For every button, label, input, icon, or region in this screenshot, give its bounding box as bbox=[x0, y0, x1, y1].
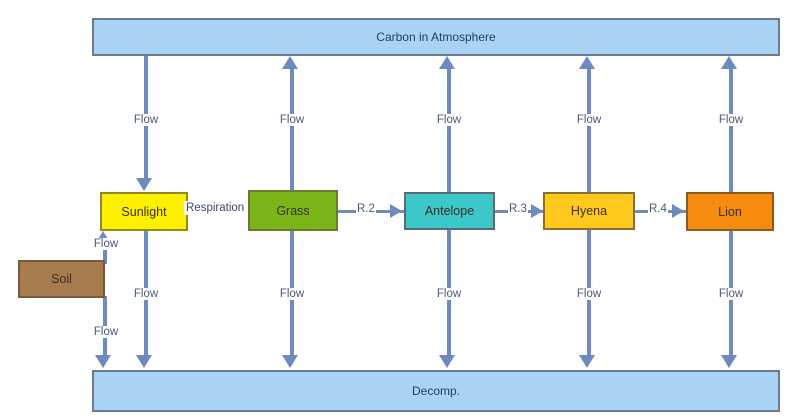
arrow-right-grass-antelope bbox=[390, 204, 402, 218]
chain-label-r3: R.3 bbox=[508, 203, 528, 215]
node-grass[interactable]: Grass bbox=[248, 190, 338, 231]
node-sunlight-label: Sunlight bbox=[121, 204, 167, 219]
chain-label-respiration: Respiration bbox=[184, 201, 247, 215]
chain-label-r4: R.4 bbox=[648, 203, 668, 215]
node-lion-label: Lion bbox=[718, 204, 742, 219]
flow-label-lion-atmosphere: Flow bbox=[707, 114, 755, 126]
node-lion[interactable]: Lion bbox=[686, 192, 774, 231]
arrow-up-lion-to-atmosphere bbox=[721, 56, 737, 69]
flow-line-grass-to-atmosphere bbox=[290, 68, 294, 190]
flow-line-hyena-to-atmosphere bbox=[587, 68, 591, 192]
node-soil[interactable]: Soil bbox=[18, 260, 105, 298]
flow-label-grass-decomp: Flow bbox=[268, 288, 316, 300]
flow-label-lion-decomp: Flow bbox=[707, 288, 755, 300]
node-grass-label: Grass bbox=[276, 203, 310, 218]
flow-label-atmosphere-sunlight: Flow bbox=[122, 114, 170, 126]
arrow-up-grass-to-atmosphere bbox=[282, 56, 298, 69]
node-antelope-label: Antelope bbox=[424, 204, 475, 218]
flow-label-soil-sunlight: Flow bbox=[82, 238, 130, 250]
node-antelope[interactable]: Antelope bbox=[404, 192, 495, 230]
chain-label-r2: R.2 bbox=[356, 203, 376, 215]
flow-label-sunlight-decomp: Flow bbox=[122, 288, 170, 300]
arrow-down-antelope-to-decomp bbox=[439, 355, 455, 368]
flow-line-antelope-to-atmosphere bbox=[447, 68, 451, 192]
arrow-down-hyena-to-decomp bbox=[579, 355, 595, 368]
node-hyena[interactable]: Hyena bbox=[543, 192, 635, 230]
arrow-up-antelope-to-atmosphere bbox=[439, 56, 455, 69]
flow-line-lion-to-atmosphere bbox=[729, 68, 733, 192]
carbon-atmosphere-bar: Carbon in Atmosphere bbox=[92, 18, 780, 56]
arrow-down-soil-to-decomp bbox=[95, 355, 111, 368]
flow-label-hyena-atmosphere: Flow bbox=[565, 114, 613, 126]
arrow-down-grass-to-decomp bbox=[282, 355, 298, 368]
arrow-right-hyena-lion bbox=[672, 204, 684, 218]
flow-label-antelope-atmosphere: Flow bbox=[425, 114, 473, 126]
flow-label-soil-decomp: Flow bbox=[82, 326, 130, 338]
flow-label-hyena-decomp: Flow bbox=[565, 288, 613, 300]
arrow-up-hyena-to-atmosphere bbox=[579, 56, 595, 69]
arrow-down-sunlight-to-decomp bbox=[136, 355, 152, 368]
arrow-down-to-sunlight bbox=[136, 178, 152, 191]
flow-line-soil-to-sunlight bbox=[103, 244, 107, 264]
node-soil-label: Soil bbox=[51, 272, 72, 286]
flow-label-grass-atmosphere: Flow bbox=[268, 114, 316, 126]
node-sunlight[interactable]: Sunlight bbox=[100, 192, 188, 231]
arrow-down-lion-to-decomp bbox=[721, 355, 737, 368]
arrow-right-antelope-hyena bbox=[531, 204, 543, 218]
decomposition-label: Decomp. bbox=[411, 384, 461, 398]
decomposition-bar: Decomp. bbox=[92, 370, 780, 412]
node-hyena-label: Hyena bbox=[570, 204, 608, 218]
flow-label-antelope-decomp: Flow bbox=[425, 288, 473, 300]
carbon-atmosphere-label: Carbon in Atmosphere bbox=[376, 30, 496, 44]
